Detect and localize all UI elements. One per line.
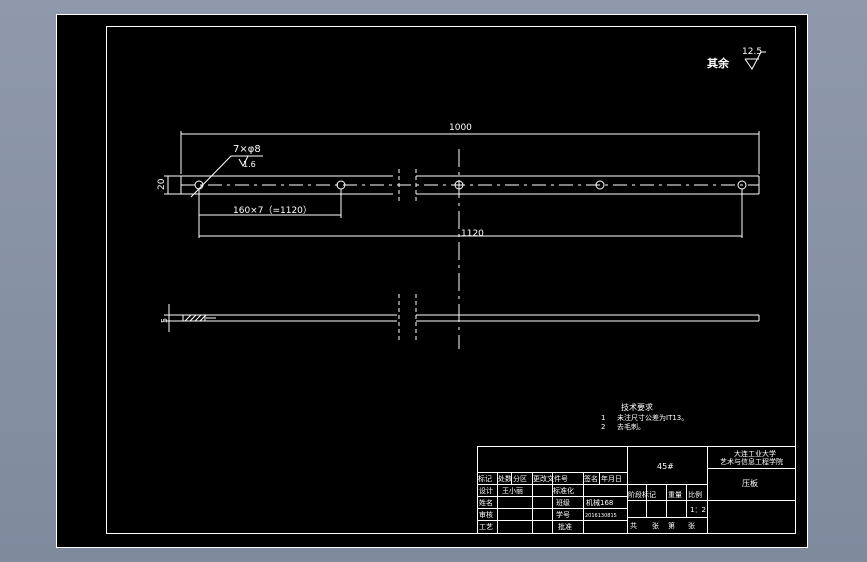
hole-leader — [190, 155, 232, 198]
hole-callout-label: 7×φ8 — [233, 144, 261, 155]
drawing-canvas: 其余 12.5 — [56, 14, 808, 548]
title-block: 45# 大连工业大学 艺术与信息工程学院 压板 标记 处数 分区 更改文件号 签… — [477, 446, 796, 534]
thickness-label: 5 — [160, 318, 169, 323]
finish-other-label: 其余 — [707, 56, 730, 70]
outer-border — [56, 14, 808, 548]
sheet-no-label: 第 — [668, 521, 675, 530]
hole-spacing-label: 160×7（=1120） — [233, 205, 312, 216]
hole-finish-value: 1.6 — [243, 160, 256, 169]
top-view: 1000 20 7×φ8 1.6 160×7（=1120） — [157, 123, 760, 349]
sheets-total-label: 共 — [630, 521, 637, 530]
name-label: 姓名 — [479, 498, 493, 507]
sheets-unit-1: 张 — [652, 521, 659, 530]
tech-requirements: 技术要求 1 未注尺寸公差为IT13。 2 去毛刺。 — [601, 402, 688, 431]
hdr-mark: 标记 — [478, 474, 492, 483]
material-label: 45# — [657, 462, 674, 471]
hatch-lines — [184, 314, 207, 322]
school-name: 大连工业大学 — [734, 449, 776, 458]
class-value: 机械168 — [586, 498, 613, 507]
total-span-label: 1120 — [461, 229, 484, 239]
roughness-check-icon — [744, 51, 766, 70]
designer-name: 王小丽 — [502, 486, 523, 495]
finish-value: 12.5 — [742, 47, 762, 57]
hole-3 — [454, 180, 464, 190]
student-no-label: 学号 — [556, 510, 570, 519]
design-label: 设计 — [479, 486, 493, 495]
drawing-sheet[interactable]: 其余 12.5 — [56, 14, 808, 548]
hdr-date: 年月日 — [601, 474, 622, 483]
tech-heading: 技术要求 — [621, 402, 653, 412]
stage-label: 阶段标记 — [628, 490, 656, 499]
title-block-frame — [477, 446, 796, 534]
weight-label: 重量 — [668, 491, 682, 499]
height-label: 20 — [157, 178, 167, 190]
hdr-change-doc: 更改文件号 — [533, 474, 568, 483]
part-name: 压板 — [742, 478, 758, 488]
hatch-section — [182, 314, 206, 322]
scale-value: 1：2 — [690, 506, 706, 514]
tech-item-2-text: 去毛刺。 — [617, 422, 645, 431]
sheets-unit-2: 张 — [688, 521, 695, 530]
surface-finish-symbol: 其余 12.5 — [707, 47, 766, 70]
process-label: 工艺 — [479, 523, 493, 531]
review-label: 审核 — [479, 510, 493, 519]
inner-border — [106, 26, 796, 534]
standardize-label: 标准化 — [553, 486, 574, 495]
hdr-sign: 签名 — [584, 474, 598, 483]
hdr-count: 处数 — [498, 474, 512, 483]
side-view: 5 — [160, 294, 760, 342]
approve-label: 批准 — [558, 522, 572, 531]
hole-roughness-icon — [238, 155, 249, 168]
tech-item-2-num: 2 — [601, 423, 605, 431]
overall-length-label: 1000 — [449, 123, 472, 133]
school-dept: 艺术与信息工程学院 — [720, 457, 783, 466]
hdr-zone: 分区 — [513, 474, 527, 483]
tech-item-1-text: 未注尺寸公差为IT13。 — [617, 413, 688, 422]
hole-4 — [595, 180, 605, 190]
class-label: 班级 — [556, 498, 570, 507]
student-no-value: 2016130815 — [585, 513, 617, 519]
tech-item-1-num: 1 — [601, 414, 605, 422]
scale-label: 比例 — [688, 490, 702, 499]
